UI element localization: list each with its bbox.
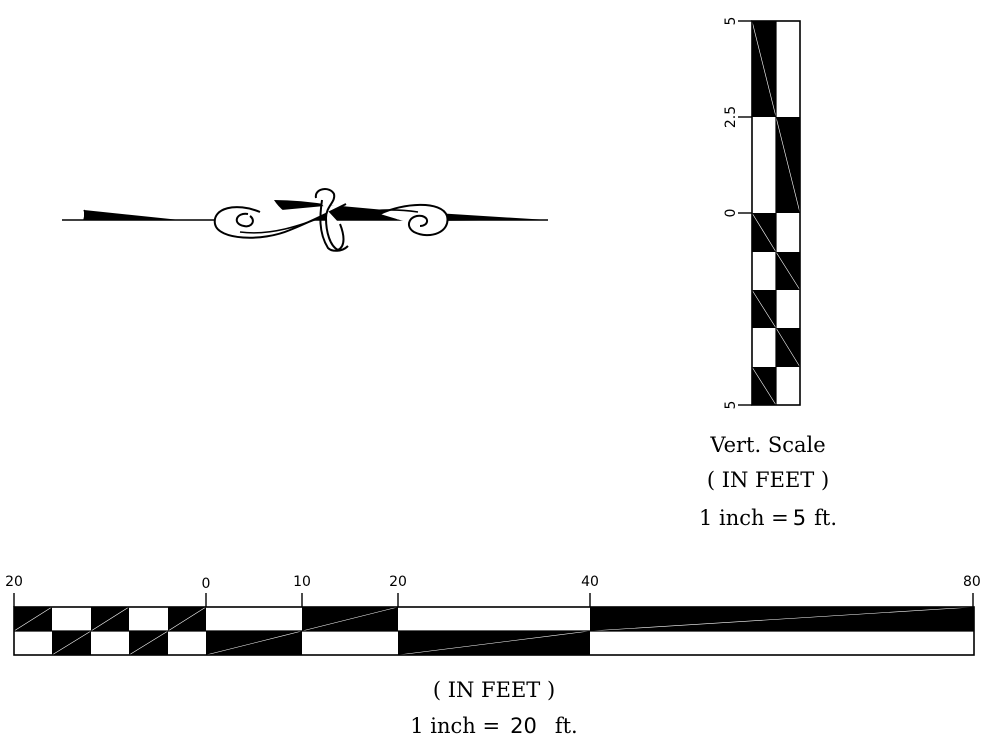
vertical-scale-ratio-prefix: 1 inch = <box>699 506 789 530</box>
vertical-scale-bar: 5 2.5 0 5 <box>723 17 801 410</box>
vertical-scale-tick-label: 2.5 <box>723 106 739 128</box>
horizontal-scale-ratio-value: 20 <box>510 714 537 738</box>
horizontal-scale-tick-label: 20 <box>5 574 23 590</box>
horizontal-scale-ratio: 1 inch = 20 ft. <box>410 714 577 738</box>
horizontal-scale-ratio-prefix: 1 inch = <box>410 714 500 738</box>
vertical-scale-title: Vert. Scale <box>709 433 825 457</box>
vertical-scale-ratio-suffix: ft. <box>814 506 837 530</box>
horizontal-scale-units: ( IN FEET ) <box>433 678 555 702</box>
horizontal-scale-tick-label: 20 <box>389 574 407 590</box>
vertical-scale-tick-label: 5 <box>723 401 739 410</box>
horizontal-scale-ratio-suffix: ft. <box>555 714 578 738</box>
vertical-scale-ratio: 1 inch =5 ft. <box>699 506 837 530</box>
horizontal-scale-tick-label: 40 <box>581 574 599 590</box>
horizontal-scale-tick-label: 0 <box>202 576 211 592</box>
horizontal-scale-bar: 20 0 10 20 40 80 <box>5 574 981 656</box>
horizontal-scale-tick-label: 10 <box>293 574 311 590</box>
vertical-scale-tick-label: 5 <box>723 17 739 26</box>
vertical-scale-units: ( IN FEET ) <box>707 468 829 492</box>
scroll-flourish-north-arrow-icon <box>62 188 548 252</box>
vertical-scale-ratio-value: 5 <box>793 506 806 530</box>
vertical-scale-tick-label: 0 <box>723 209 739 218</box>
horizontal-scale-tick-label: 80 <box>963 574 981 590</box>
